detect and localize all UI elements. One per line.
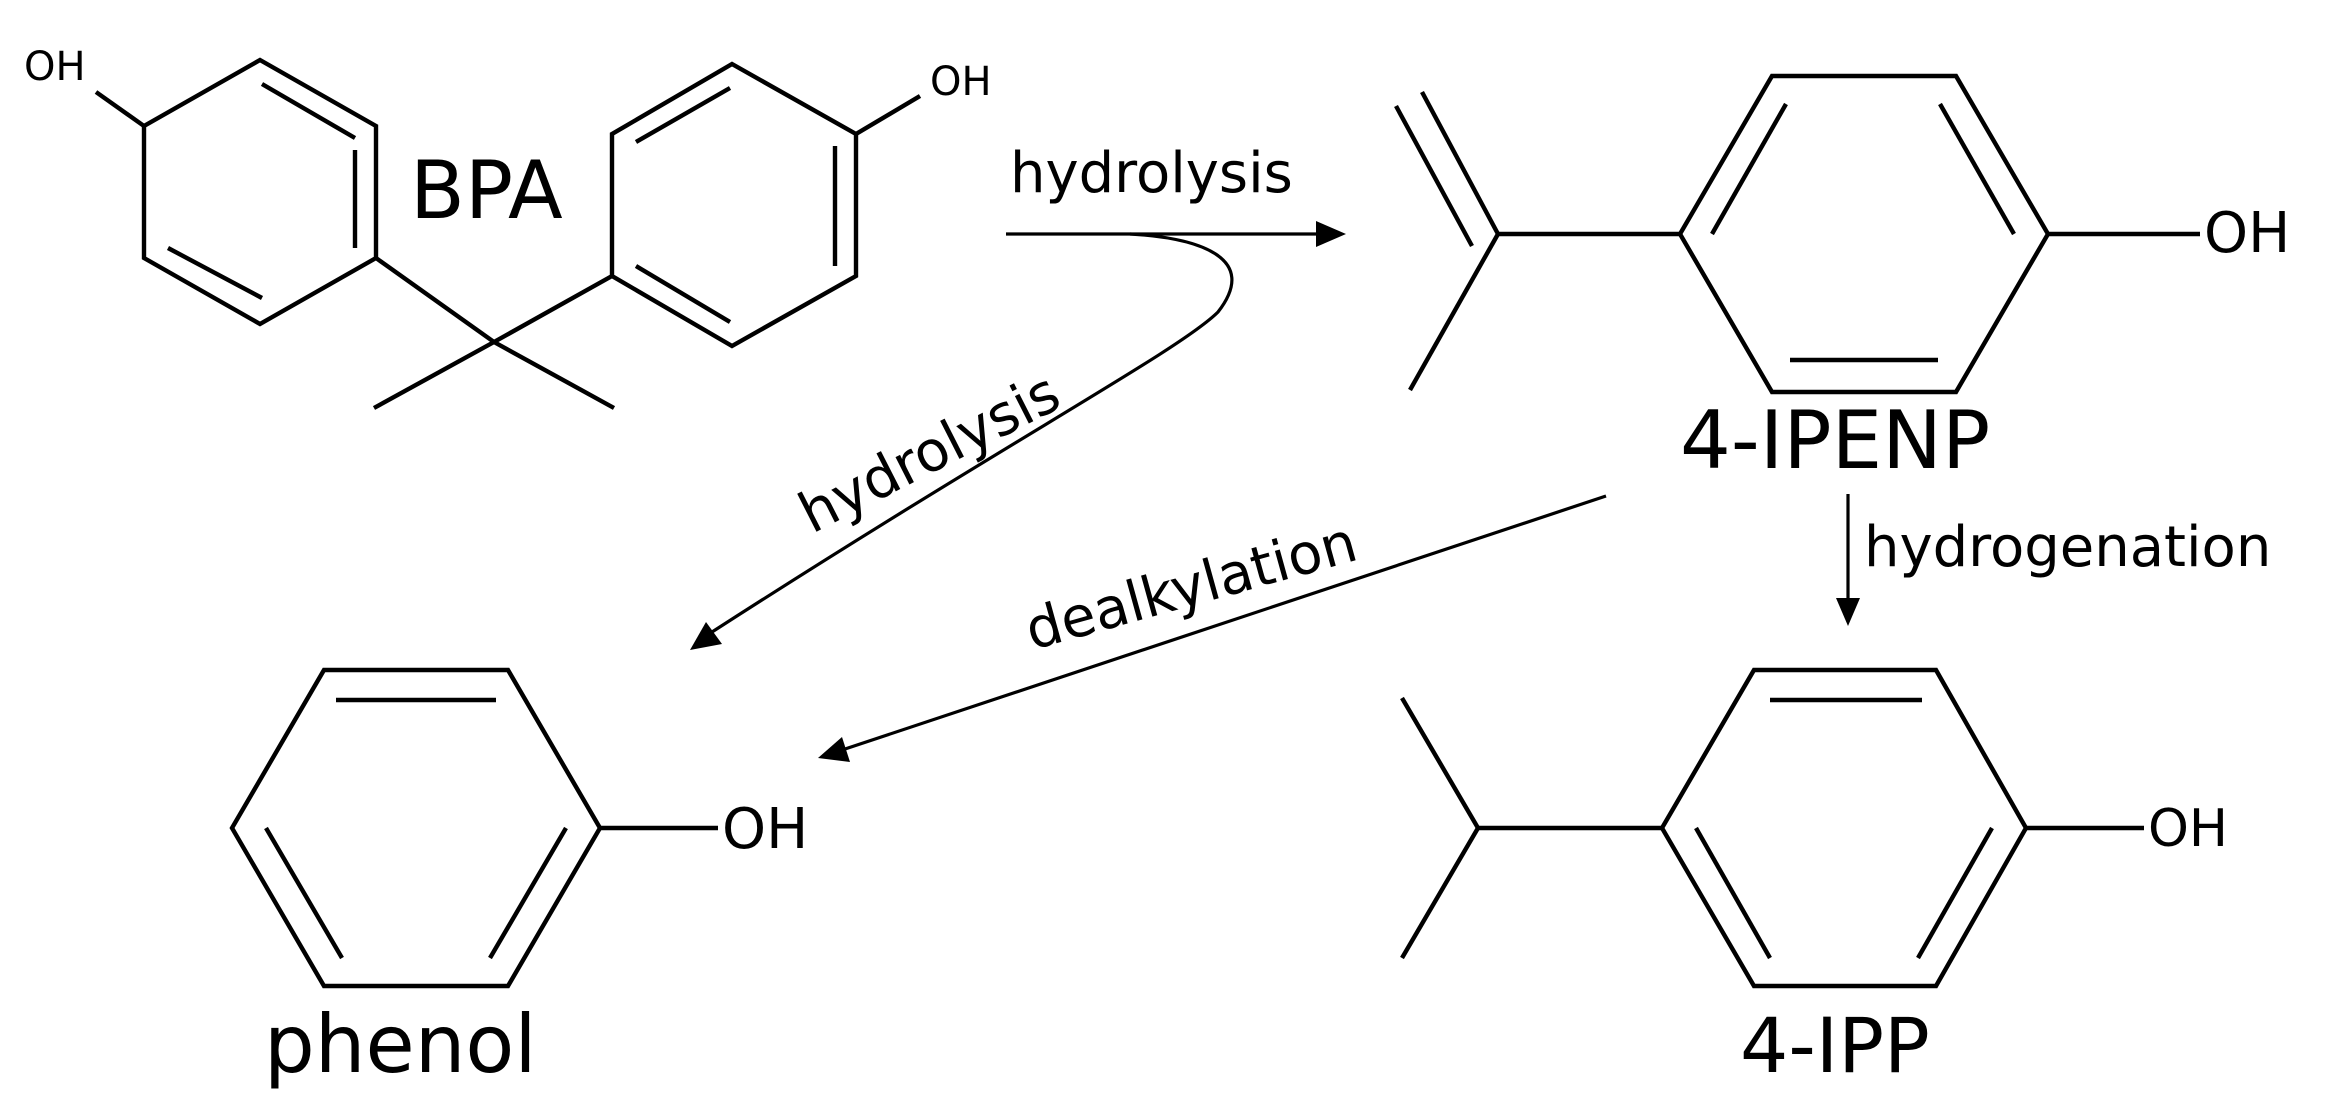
- bpa-molecule: OH OH BPA: [24, 44, 992, 410]
- phenol-oh-label: OH: [722, 797, 808, 862]
- bpa-name: BPA: [410, 144, 563, 237]
- bpa-left-ring: [141, 57, 379, 327]
- bpa-right-ring: [609, 61, 859, 349]
- arrow-ipenp-to-ipp: hydrogenation: [1836, 494, 2271, 626]
- ipenp-molecule: OH 4-IPENP: [1394, 73, 2290, 487]
- bpa-oh-left-label: OH: [24, 44, 86, 90]
- ipenp-name: 4-IPENP: [1680, 394, 1990, 487]
- phenol-name: phenol: [264, 998, 537, 1091]
- ipp-molecule: OH 4-IPP: [1400, 667, 2228, 1090]
- ipp-name: 4-IPP: [1740, 1001, 1930, 1090]
- label-hydrolysis-diagonal: hydrolysis: [789, 360, 1071, 546]
- arrow-ipenp-to-phenol: dealkylation: [818, 494, 1607, 762]
- label-dealkylation: dealkylation: [1018, 510, 1364, 664]
- bpa-oh-right-label: OH: [930, 59, 992, 105]
- ipenp-oh-label: OH: [2204, 201, 2290, 266]
- ipp-oh-label: OH: [2148, 799, 2228, 859]
- label-hydrolysis-top: hydrolysis: [1010, 141, 1293, 206]
- phenol-molecule: OH phenol: [229, 667, 808, 1091]
- arrow-bpa-to-ipenp: hydrolysis: [1006, 141, 1346, 247]
- label-hydrogenation: hydrogenation: [1864, 515, 2271, 580]
- ipp-ring: [1659, 667, 2029, 989]
- phenol-ring: [229, 667, 603, 989]
- ipenp-ring: [1677, 73, 2051, 395]
